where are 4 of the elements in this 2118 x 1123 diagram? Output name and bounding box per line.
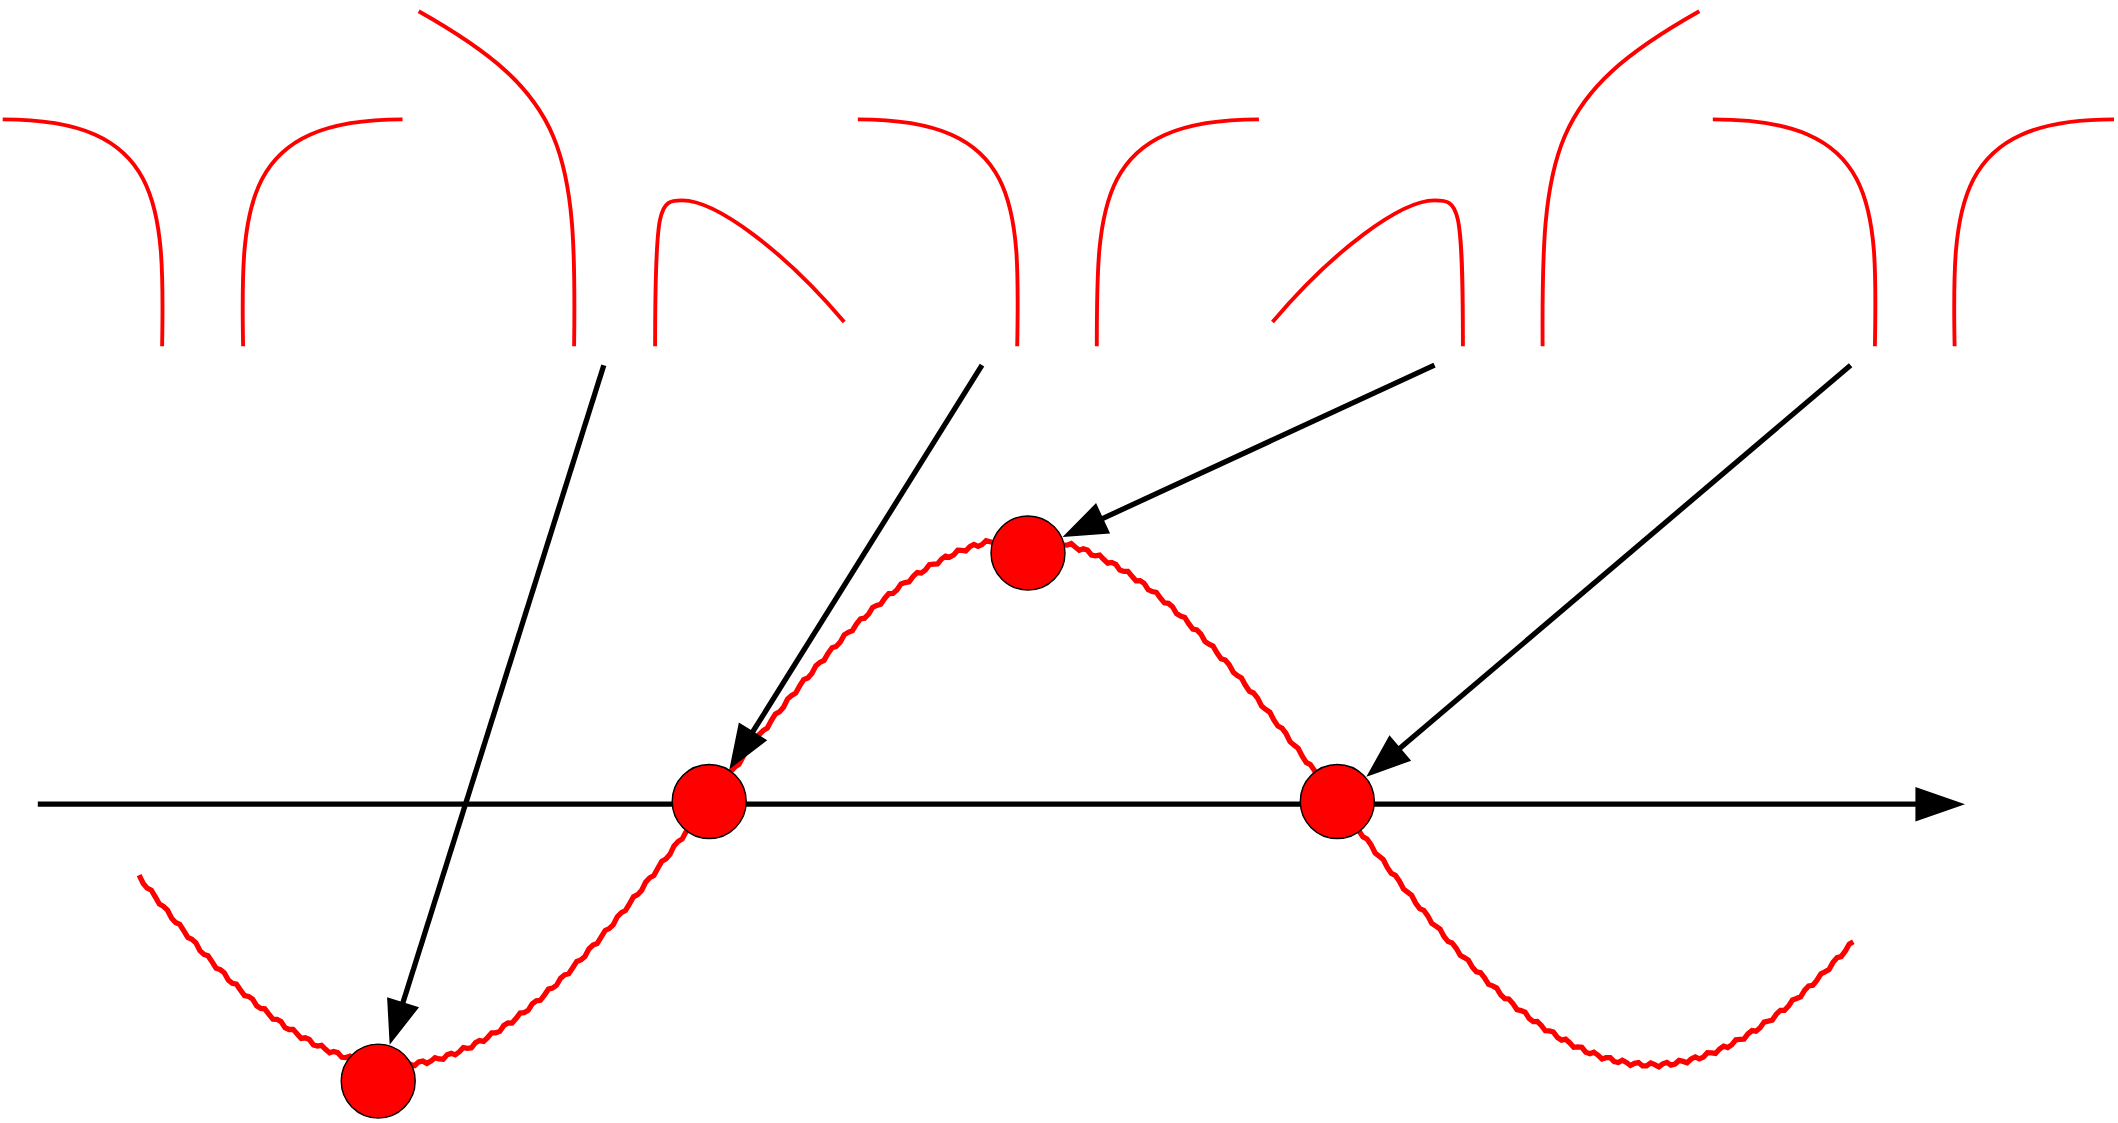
point-marker — [1299, 763, 1375, 840]
point-marker — [671, 763, 747, 840]
point-marker — [990, 515, 1066, 591]
point-marker — [340, 1043, 416, 1119]
